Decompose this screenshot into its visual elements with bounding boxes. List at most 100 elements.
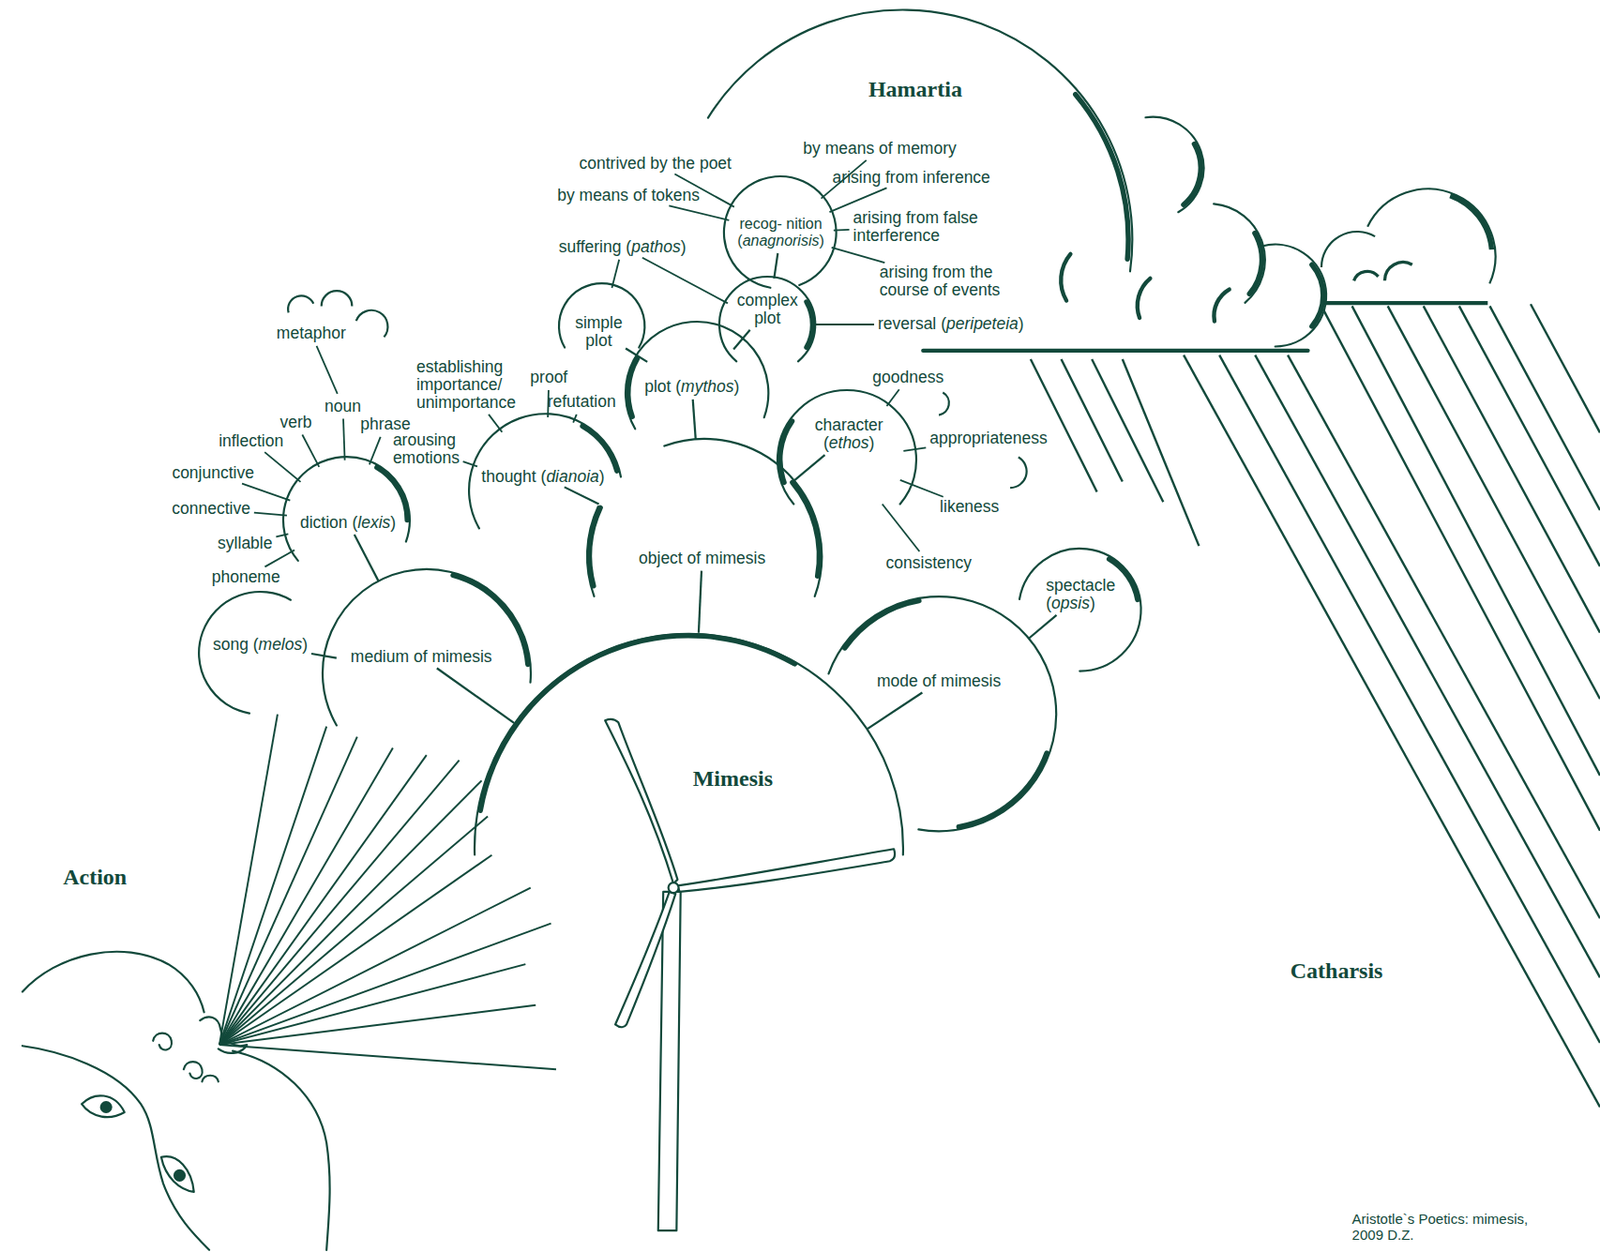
face-line [81,1095,125,1117]
bubble-text: complex plot [737,291,799,328]
concept-title: Hamartia [868,76,963,103]
bubble-crescent [958,753,1047,828]
part-label: metaphor [276,324,347,343]
region-label: Action [62,864,127,891]
bubble-crescent [377,467,408,521]
part-label: inflection [218,432,284,451]
rain-line [1388,305,1600,699]
leader-line [301,434,319,467]
puff-arc [356,310,389,338]
part-label: appropriateness [929,429,1048,448]
cloud-arc [1449,196,1492,251]
part-label: connective [171,499,251,518]
cloud-arc [1061,254,1072,302]
bubble-crescent [806,301,813,348]
bubble-crescent [845,601,920,649]
bubble-node: spectacle (opsis) [1018,548,1142,672]
part-label: proof [529,368,568,387]
bubble-node: thought (dianoia) [468,413,622,567]
part-label: conjunctive [171,464,255,483]
bubble-arc [664,438,822,597]
puff-arc [321,290,353,306]
bubble-node: simple plot [558,283,645,369]
part-label: phoneme [211,568,281,587]
cloud-base [923,348,1309,353]
breath-ray [219,1005,536,1045]
rain-line [1530,303,1600,433]
rain-line [1352,305,1600,775]
eye-pupil [173,1169,186,1182]
windmill-part [604,719,678,884]
cloud-arc [1262,244,1327,348]
cloud-arc [1312,265,1324,328]
bubble-node: character (ethos) [777,390,917,529]
bubble-arc [474,633,904,855]
part-label: verb [280,413,313,432]
part-label: arising from false interference [853,209,995,245]
breath-rays [219,714,557,1071]
rain-line [1489,305,1600,511]
eye-pupil [100,1101,113,1114]
connector [773,253,778,279]
bubble-arc [1019,548,1142,672]
bubble-crescent [791,482,819,576]
bubble-text: character (ethos) [815,416,884,453]
cloud-arc [1137,278,1151,318]
part-label: noun [324,397,362,416]
bubble-arc [322,569,531,726]
bubble-node: Mimesis [474,633,904,1062]
bubble-outline [322,569,531,778]
rain-line [1287,355,1600,920]
bubble-node: complex plot [719,276,816,373]
caption: Aristotle`s Poetics: mimesis, 2009 D.Z. [1352,1210,1555,1243]
face-line [22,951,205,1013]
part-label: consistency [886,554,972,573]
windmill [604,719,895,1231]
bubble-arc [828,597,1057,832]
rain-line [1061,359,1123,483]
rain-line [1423,305,1600,633]
face-line [161,1156,195,1193]
bubble-text: plot (mythos) [644,377,740,396]
breath-ray [219,888,531,1046]
bubble-arc [777,390,917,505]
face-line [201,1075,218,1083]
bubble-crescent [780,421,793,483]
bubble-text: recog- nition (anagnorisis) [737,215,824,250]
cloud-arc [708,10,1133,272]
face-line [232,1051,331,1251]
bubble-text: thought (dianoia) [481,467,604,486]
leader-line [316,346,338,394]
bubble-outline [821,596,1057,831]
cloud-arc [1384,262,1412,282]
small-cloud [1321,188,1495,303]
part-label: arising from inference [832,168,991,187]
leader-line [812,323,875,326]
bubble-outline [474,633,904,1062]
leader-line [642,257,728,304]
bubble-arc [719,276,816,362]
breath-ray [219,1044,557,1070]
cloud-arc [1367,188,1495,284]
part-label: goodness [872,368,944,387]
bubble-node: plot (mythos) [625,321,769,465]
cloud-arc [1075,94,1129,260]
part-label: arousing emotions [392,431,460,468]
connector [1028,615,1057,639]
cloud-arc [1213,204,1266,303]
bubble-text: diction (lexis) [300,513,396,532]
part-label: contrived by the poet [579,154,732,173]
bubble-outline [777,390,917,529]
puff-arc [938,392,950,415]
bubble-node: object of mimesis [587,438,822,674]
part-label: likeness [939,498,999,516]
connector [867,692,922,729]
leader-line [882,503,921,551]
rain-line [1183,355,1600,1108]
region-label: Catharsis [1290,958,1384,984]
connector [564,486,600,504]
bubble-node: medium of mimesis [322,569,531,778]
windmill-part [677,848,895,892]
